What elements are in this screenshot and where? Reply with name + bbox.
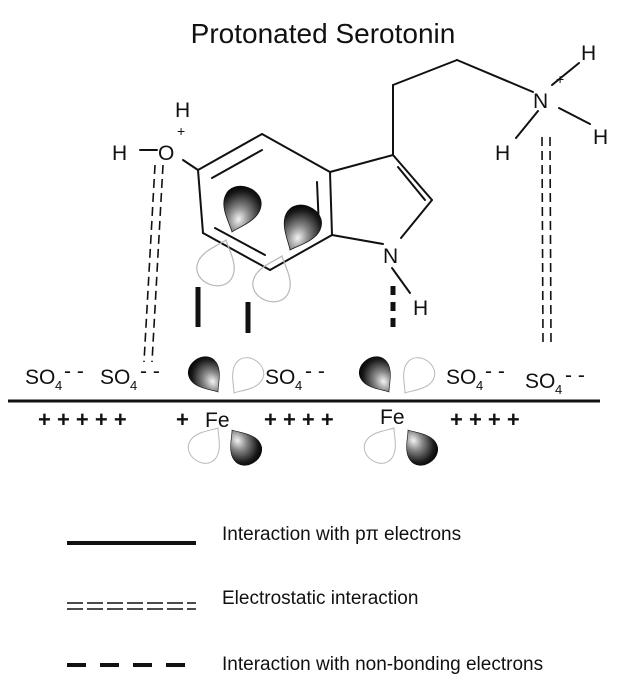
legend-label-electrostatic: Electrostatic interaction — [222, 588, 418, 609]
amine-hydrogen-top: H — [581, 42, 596, 65]
positive-charges-row-3: + + + + — [450, 407, 520, 432]
sulfate-2-subscript: 4 — [130, 378, 137, 393]
sulfate-4-subscript: 4 — [476, 378, 483, 393]
fe2-orbital-dark-upper — [353, 350, 403, 402]
positive-charges-row-2: + + + + — [264, 407, 334, 432]
serotonin-molecule — [139, 59, 591, 294]
legend-item-p-pi: Interaction with pπ electrons — [67, 524, 461, 545]
sulfate-1-label: SO — [25, 366, 55, 389]
diagram-title: Protonated Serotonin — [191, 18, 456, 49]
sulfate-2: SO 4 - - — [100, 360, 160, 393]
fe1-orbital-dark-upper — [182, 350, 232, 402]
sulfate-3-subscript: 4 — [295, 378, 302, 393]
hydroxyl-hydrogen-left: H — [112, 142, 127, 165]
legend-double-line — [67, 602, 196, 610]
sulfate-5: SO 4 - - — [525, 364, 585, 397]
iron-atom-1: Fe — [205, 409, 230, 432]
oxygen-positive-charge: + — [177, 123, 185, 139]
legend-label-non-bonding: Interaction with non-bonding electrons — [222, 654, 543, 675]
amine-hydrogen-left: H — [495, 142, 510, 165]
amine-nitrogen: N — [533, 90, 548, 113]
sulfate-5-charge: - - — [565, 364, 585, 387]
hydroxyl-oxygen: O — [158, 142, 174, 165]
electrostatic-interaction-hydroxyl — [143, 164, 164, 363]
sulfate-4: SO 4 - - — [446, 360, 505, 393]
electrostatic-interaction-amine — [541, 136, 552, 343]
indole-nitrogen: N — [383, 245, 398, 268]
amine-hydrogen-right: H — [593, 126, 608, 149]
legend-item-non-bonding: Interaction with non-bonding electrons — [67, 654, 543, 675]
sulfate-4-label: SO — [446, 366, 476, 389]
nitrogen-positive-charge: + — [556, 71, 564, 87]
iron-atom-2: Fe — [380, 406, 405, 429]
indole-hydrogen: H — [413, 297, 428, 320]
positive-charge-single: + — [176, 407, 189, 432]
sulfate-5-label: SO — [525, 370, 555, 393]
sulfate-1-charge: - - — [64, 360, 84, 383]
sulfate-1: SO 4 - - — [25, 360, 84, 393]
sulfate-2-charge: - - — [140, 360, 160, 383]
positive-charges-row-1: + + + + + — [38, 407, 127, 432]
sulfate-2-label: SO — [100, 366, 130, 389]
sulfate-3: SO 4 - - — [265, 360, 325, 393]
sulfate-3-label: SO — [265, 366, 295, 389]
sulfate-1-subscript: 4 — [55, 378, 62, 393]
legend-item-electrostatic: Electrostatic interaction — [67, 588, 418, 610]
ring-pi-orbitals — [191, 180, 328, 308]
hydroxyl-hydrogen-top: H — [175, 99, 190, 122]
legend-label-p-pi: Interaction with pπ electrons — [222, 524, 461, 545]
fe2-orbital-light-upper — [391, 351, 441, 403]
sulfate-4-charge: - - — [485, 360, 505, 383]
ring-orbital-dark-left — [214, 180, 267, 239]
sulfate-3-charge: - - — [305, 360, 325, 383]
sulfate-5-subscript: 4 — [555, 382, 562, 397]
fe1-orbital-light-upper — [220, 351, 270, 403]
legend: Interaction with pπ electrons Electrosta… — [67, 524, 543, 675]
